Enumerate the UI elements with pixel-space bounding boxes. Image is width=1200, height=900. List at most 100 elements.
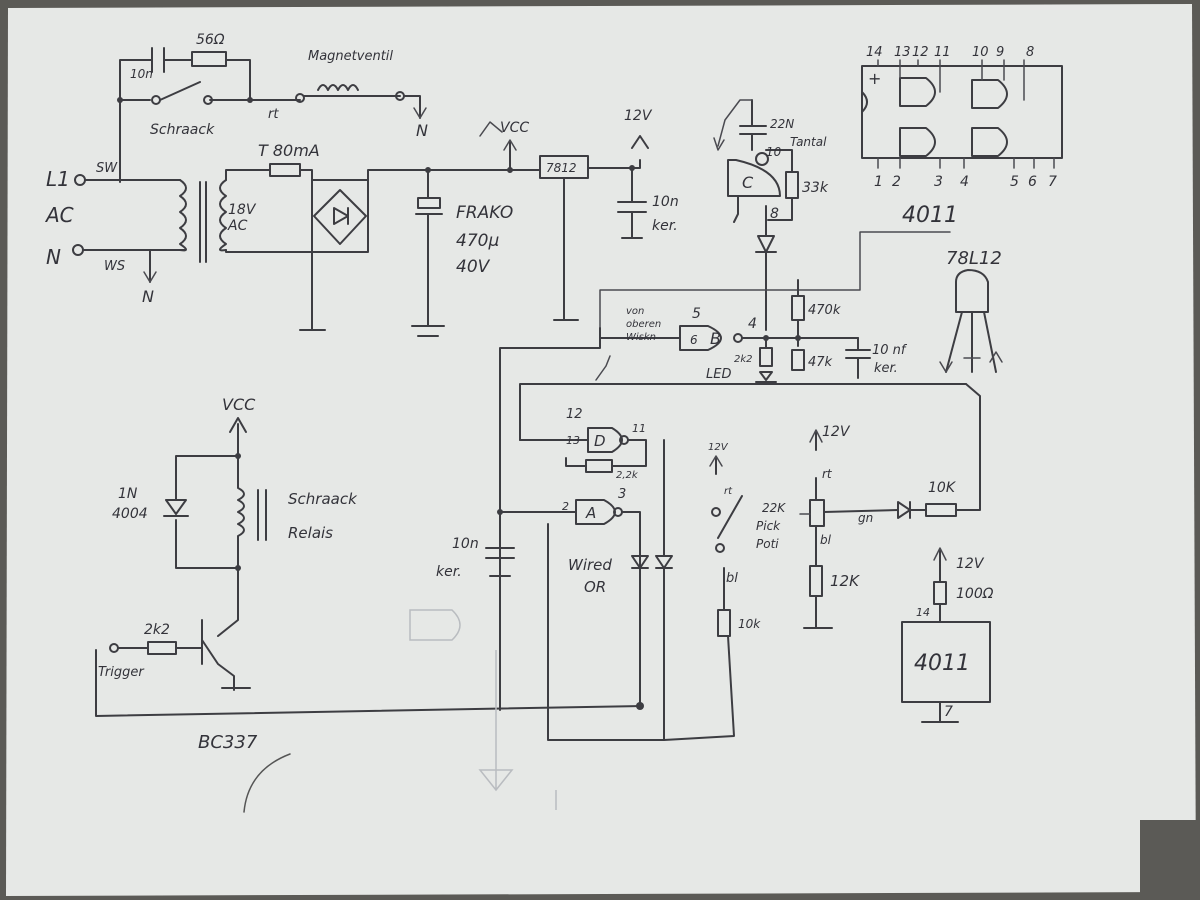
label-pin6: 6 [690,333,698,347]
label-c10n-ker-2: ker. [652,218,678,234]
label-pin8: 8 [770,206,779,222]
label-rt-mid: rt [822,467,833,481]
ic-pin-5: 5 [1010,174,1019,190]
ic-pin-11: 11 [934,45,951,60]
label-bc337: BC337 [198,732,258,753]
label-12k: 12K [830,572,860,590]
label-r-2k: 2,2k [616,470,639,481]
label-pin13: 13 [566,434,580,447]
label-gn: gn [858,511,873,525]
label-diode: 1N [118,486,138,502]
label-wired-1: Wired [568,556,612,574]
label-bl-sw: bl [726,571,738,586]
poti-section [663,383,981,741]
ic-pin-10: 10 [972,45,989,60]
label-relais-1: Schraack [288,490,358,508]
label-12v-sw: 12V [708,442,729,453]
label-10k-sw: 10k [738,617,761,631]
ic-pin-12: 12 [912,45,929,60]
label-pick-2: Poti [756,537,779,551]
ic-pin-2: 2 [892,174,901,190]
label-led: LED [706,367,731,382]
erased-sketch [243,609,557,813]
table-corner [1140,820,1200,900]
label-trafo-v: 18V [228,202,257,218]
label-100r: 100Ω [956,586,994,602]
ic-pin-7: 7 [1048,174,1057,190]
label-vcc-left: VCC [222,395,256,414]
logic-section [485,327,967,741]
label-c-10nf-1: 10 nf [872,343,908,358]
label-n-top: N [416,121,428,140]
label-pin2: 2 [562,500,569,513]
label-c-22n: 22N [770,117,794,131]
label-ws: WS [104,259,125,274]
ic-supply [901,547,991,723]
label-7812: 7812 [546,161,577,175]
label-wired-2: OR [584,578,606,596]
label-pin3: 3 [618,487,626,502]
label-von-1: von [626,306,644,317]
label-schraack: Schraack [150,122,215,138]
label-gate-d: D [594,432,606,450]
label-pin5: 5 [692,306,701,322]
ic-pin-14: 14 [866,45,883,60]
label-r-56: 56Ω [196,32,225,48]
ic-plus: + [868,69,881,88]
label-r-33k: 33k [802,180,829,196]
label-12v-mid: 12V [822,424,851,440]
label-10n-left-2: ker. [436,564,462,580]
timer-section [713,99,799,331]
label-pin10: 10 [766,145,782,159]
label-diode-2: 4004 [112,506,148,522]
ic-pin-4: 4 [960,174,969,190]
label-elko-2: 470µ [456,231,499,251]
gate-b-section [595,231,951,383]
label-trafo-ac: AC [227,218,248,234]
ic-pin-3: 3 [934,174,943,190]
label-tantal: Tantal [790,135,827,149]
label-elko-1: FRAKO [456,203,513,223]
mains-section [72,47,649,337]
label-n-bottom: N [142,287,154,306]
ic-name: 4011 [902,203,958,228]
ic-pin-9: 9 [996,45,1004,60]
labels: 10n 56Ω Magnetventil Schraack rt N L1 SW… [44,32,1057,753]
label-2k2-trigger: 2k2 [144,622,170,638]
label-n-left: N [46,245,61,269]
label-pin11: 11 [632,422,646,435]
label-pin7: 7 [944,704,953,720]
label-pick-1: Pick [756,519,781,533]
label-von-3: Wiskn [626,332,656,343]
label-r-470k: 470k [808,303,841,318]
label-10n-left-1: 10n [452,536,479,552]
ic-pin-6: 6 [1028,174,1037,190]
label-c10n-ker-1: 10n [652,194,679,210]
label-elko-3: 40V [456,257,491,277]
ic-pin-1: 1 [874,174,883,190]
label-c-10n: 10n [130,67,153,81]
label-78l12: 78L12 [946,248,1002,269]
label-rt-sw: rt [724,486,733,497]
ic-pin-13: 13 [894,45,911,60]
label-c-10nf-2: ker. [874,361,898,376]
label-10k: 10K [928,480,957,496]
label-ac: AC [44,203,74,227]
label-von-2: oberen [626,319,661,330]
label-gate-a: A [585,504,596,522]
ic-pin-8: 8 [1026,45,1034,60]
relay-section [95,417,641,717]
label-12v-ic: 12V [956,556,985,572]
label-relais-2: Relais [288,524,333,542]
label-ic-box: 4011 [914,651,970,676]
label-pin14: 14 [916,606,930,619]
label-gate-b: B [710,329,721,348]
label-22k: 22K [762,501,786,515]
label-12v-top: 12V [624,108,653,124]
label-vcc-top: VCC [500,120,529,136]
label-r-47k: 47k [808,355,833,370]
label-rt: rt [268,107,279,122]
label-pin4: 4 [748,316,757,332]
